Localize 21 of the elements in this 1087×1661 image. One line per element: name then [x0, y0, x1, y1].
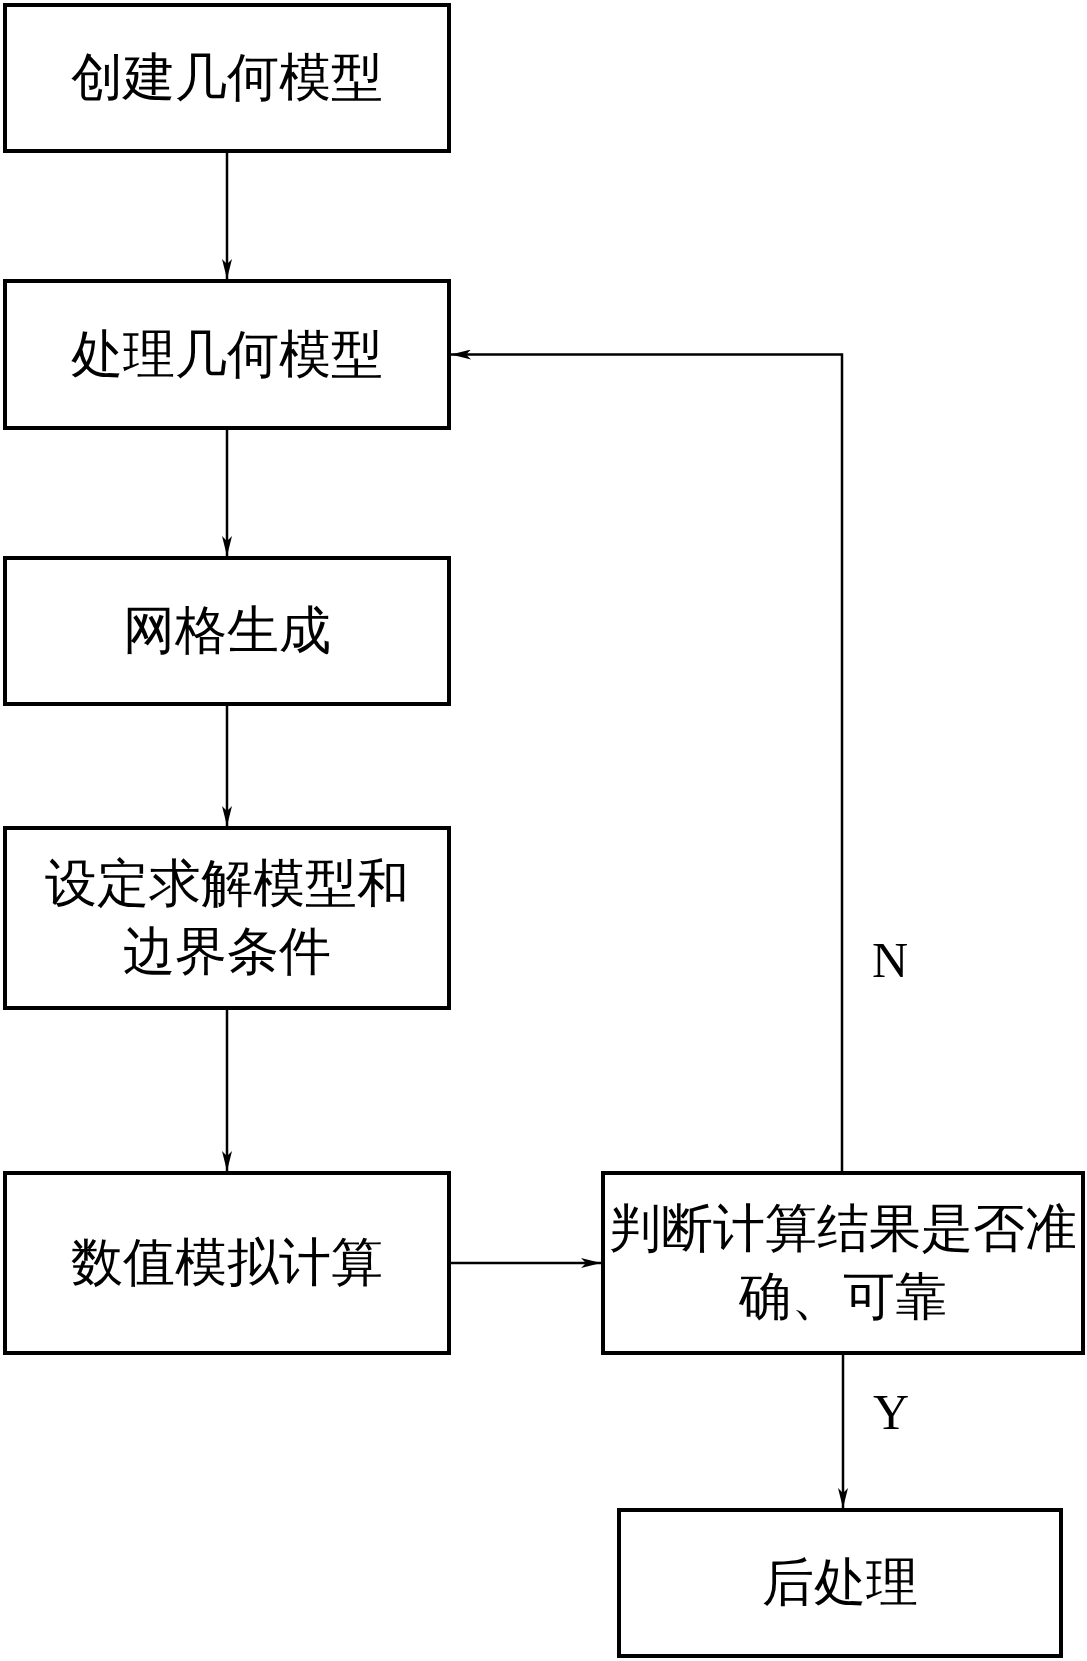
- box-label: 网格生成: [123, 599, 331, 663]
- process-box: [3, 279, 451, 430]
- arrow: [222, 430, 232, 556]
- process-box: [617, 1508, 1063, 1658]
- process-box: [3, 1171, 451, 1355]
- box-label: 创建几何模型: [71, 46, 383, 110]
- arrow: [222, 706, 232, 826]
- arrow: [222, 153, 232, 279]
- process-box: [3, 826, 451, 1010]
- box-label: 判断计算结果是否准确、可靠: [608, 1197, 1078, 1328]
- box-label: 设定求解模型和边界条件: [44, 852, 410, 983]
- arrow: [838, 1355, 848, 1508]
- process-box: [3, 3, 451, 153]
- process-box: [3, 556, 451, 706]
- arrow: [222, 1010, 232, 1171]
- arrow: [451, 1258, 601, 1268]
- process-box: [601, 1171, 1085, 1355]
- box-label: 后处理: [762, 1551, 918, 1615]
- box-label: 处理几何模型: [71, 322, 383, 386]
- box-label: 数值模拟计算: [71, 1231, 383, 1295]
- arrow: [451, 349, 844, 1171]
